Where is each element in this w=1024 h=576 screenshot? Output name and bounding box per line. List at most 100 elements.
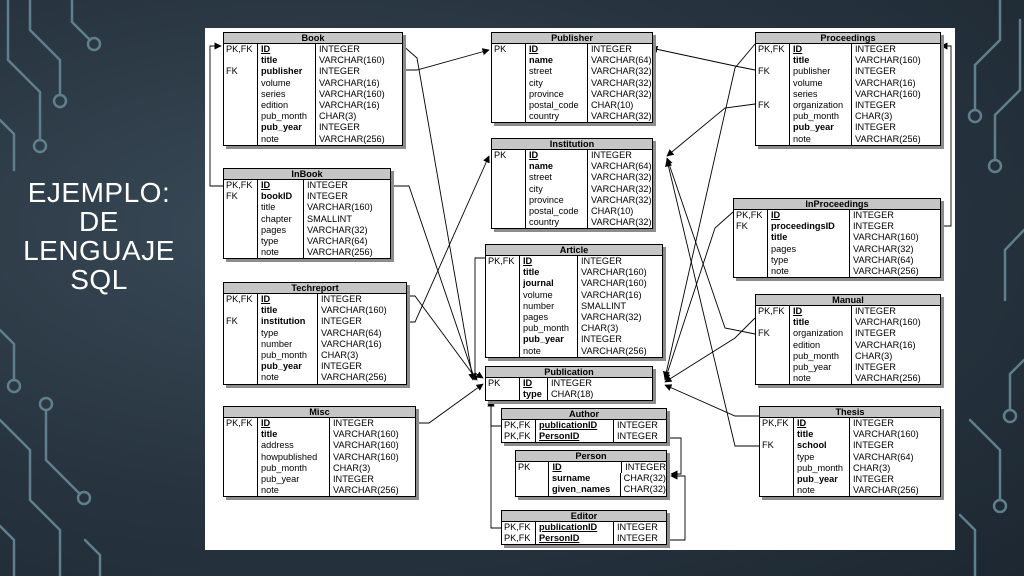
column-name-cell: number [520,300,578,312]
column-name-cell: edition [258,99,316,112]
column-name-cell: ID [258,180,304,192]
key-cell [756,122,790,134]
column-type-cell: VARCHAR(16) [581,289,642,300]
column-name-cell: number [258,338,318,350]
column-type-cell: INTEGER [321,294,362,304]
column-name-cell: ID [549,462,623,474]
column-type-cell: INTEGER [307,191,348,202]
key-cell [760,451,794,463]
column-type-cell: INTEGER [853,473,894,484]
key-cell [492,88,526,100]
column-type-cell: VARCHAR(32) [591,88,652,99]
column-name-cell: name [526,161,588,173]
column-name-cell: type [520,389,548,401]
key-cell [224,462,258,474]
column-name-cell: pages [258,224,304,236]
key-cell [756,133,790,145]
column-name-cell: publicationID [536,420,614,432]
key-cell [756,339,790,351]
column-type-cell: VARCHAR(160) [307,202,373,213]
key-cell: FK [760,440,794,452]
column-name-cell: PersonID [536,431,614,443]
column-type-cell: INTEGER [855,122,896,133]
table-header: Techreport [224,283,406,294]
key-cell [756,77,790,89]
column-type-cell: VARCHAR(160) [855,55,921,66]
key-cell [486,267,520,279]
column-name-cell: city [526,77,588,89]
column-type-cell: VARCHAR(32) [581,311,642,322]
column-name-cell: pub_month [794,462,850,474]
column-type-cell: INTEGER [853,418,894,428]
column-name-cell: title [790,55,852,67]
column-name-cell: city [526,183,588,195]
table-header: Author [502,409,666,420]
key-cell [492,161,526,173]
table-header: Proceedings [756,33,940,44]
column-type-cell: CHAR(10) [591,99,634,110]
key-cell: PK,FK [224,418,258,430]
key-cell: PK [516,462,550,474]
column-type-cell: INTEGER [853,440,894,451]
column-type-cell: INTEGER [321,361,362,372]
column-type-cell: VARCHAR(160) [333,429,399,440]
column-name-cell: name [526,55,588,67]
key-cell [224,99,258,112]
column-type-cell: VARCHAR(32) [591,194,652,205]
column-name-cell: note [790,133,852,145]
key-cell [224,122,258,134]
key-cell [492,55,526,67]
key-cell [486,311,520,324]
key-cell [492,77,526,89]
column-type-cell: VARCHAR(160) [581,278,647,289]
column-name-cell: province [526,194,588,206]
column-type-cell: VARCHAR(256) [581,345,647,356]
column-name-cell: ID [258,418,330,430]
key-cell [492,66,526,78]
column-name-cell: note [258,485,330,497]
column-name-cell: pub_year [520,334,578,346]
column-name-cell: proceedingsID [768,221,850,233]
key-cell [486,278,520,290]
column-name-cell: journal [520,278,578,290]
column-type-cell: VARCHAR(16) [319,99,380,110]
column-name-cell: given_names [549,484,621,496]
key-cell [486,289,520,301]
column-type-cell: INTEGER [307,180,348,190]
column-type-cell: VARCHAR(256) [333,485,399,496]
column-type-cell: INTEGER [333,418,374,428]
column-type-cell: INTEGER [853,210,894,220]
column-type-cell: INTEGER [855,328,896,339]
column-type-cell: VARCHAR(32) [591,217,652,228]
column-name-cell: publisher [790,66,852,78]
column-type-cell: VARCHAR(160) [853,429,919,440]
key-cell [224,224,258,236]
key-cell [756,55,790,67]
column-type-cell: VARCHAR(256) [307,247,373,258]
